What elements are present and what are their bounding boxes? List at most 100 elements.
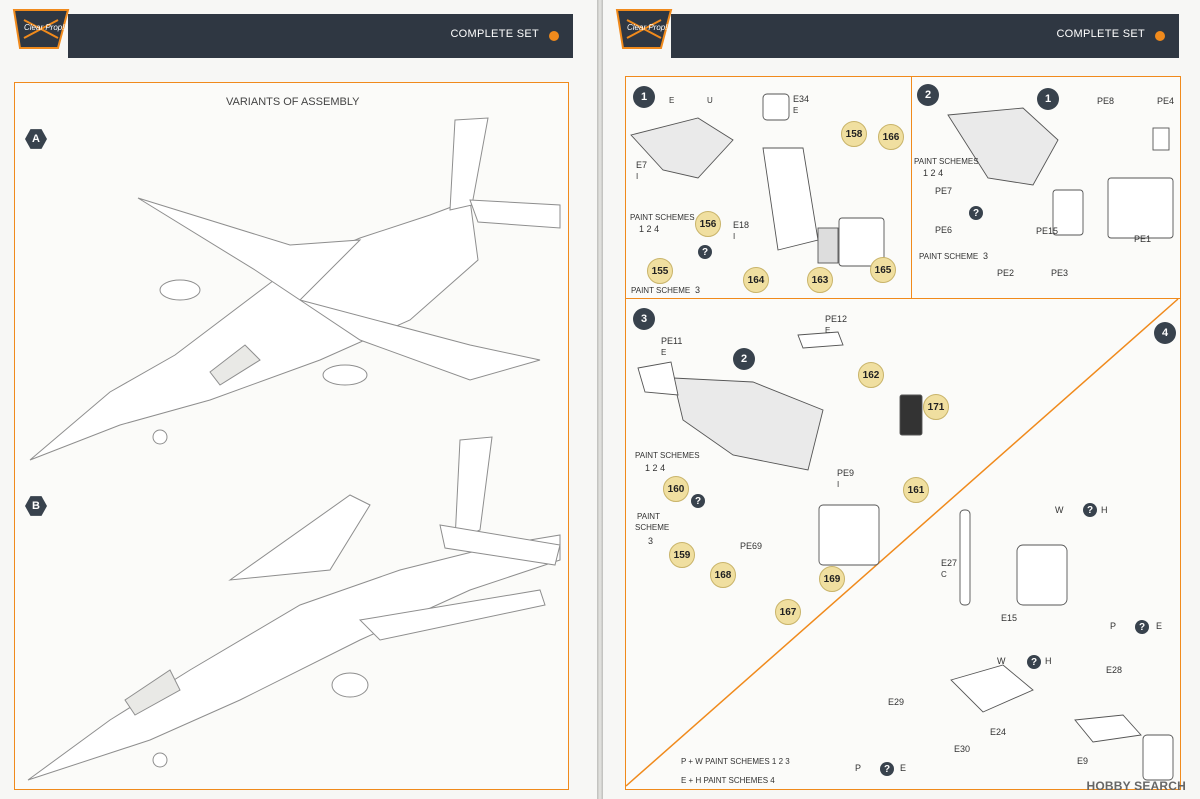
right-logo: Clear Prop! [613,4,675,56]
s4-label-e27: E27 [941,558,958,568]
s2-paint-schemes-label: PAINT SCHEMES [914,157,979,166]
s4-legend-1: P + W PAINT SCHEMES 1 2 3 [681,757,790,766]
s3-paint-159: 159 [669,542,695,568]
s4-unknown-mark-bottom: ? [880,762,894,776]
s1-label-e18: E18 [733,220,750,230]
s1-paint-164: 164 [743,267,769,293]
s3-label-pe69: PE69 [740,541,763,551]
aircraft-a-drawing [29,117,561,461]
right-header-title: COMPLETE SET [1056,28,1145,40]
s4-label-e2: E [900,763,907,773]
s3-label-pe12-e: E [825,326,831,335]
s3-paint-160: 160 [663,476,689,502]
s3-label-pe12: PE12 [825,314,848,324]
step-2-parts [947,107,1174,239]
s1-paint-165: 165 [870,257,896,283]
s2-scheme-3: 3 [983,251,989,261]
s4-label-h: H [1101,505,1108,515]
left-header-bar: COMPLETE SET [68,14,573,58]
s1-label-e: E [669,96,675,105]
s4-label-p: P [1110,621,1117,631]
s3-schemes: 1 2 4 [645,463,665,473]
s2-label-pe2: PE2 [997,268,1015,278]
step-3-badge: 3 [633,308,655,330]
s2-label-pe8: PE8 [1097,96,1115,106]
assembly-diagrams [625,93,1179,787]
s2-label-pe15: PE15 [1036,226,1059,236]
s2-label-pe4: PE4 [1157,96,1175,106]
s4-label-e15: E15 [1001,613,1018,623]
s3-scheme-4: 4 [660,463,666,473]
watermark: HOBBY SEARCH [1086,779,1186,793]
s1-scheme-1: 1 [639,224,645,234]
s4-label-e28: E28 [1106,665,1123,675]
s3-label-pe11-e: E [661,348,667,357]
s1-label-e18-i: I [733,232,736,241]
left-logo: Clear Prop! [10,4,72,56]
aircraft-illustrations [27,117,561,781]
s2-scheme-4: 4 [938,168,944,178]
s2-label-pe7: PE7 [935,186,953,196]
right-logo-text: Clear Prop! [627,23,668,32]
s1-paint-schemes-label: PAINT SCHEMES [630,213,695,222]
s1-schemes: 1 2 4 [639,224,659,234]
s1-label-e34-e: E [793,106,799,115]
s3-unknown-mark: ? [691,494,705,508]
s2-unknown-mark: ? [969,206,983,220]
s2-label-pe1: PE1 [1134,234,1152,244]
s2-label-pe3: PE3 [1051,268,1069,278]
s1-paint-166: 166 [878,124,904,150]
s3-scheme-label: SCHEME [635,523,670,532]
s3-scheme-3: 3 [648,536,654,546]
s3-scheme-1: 1 [645,463,651,473]
variant-b-badge: B [25,496,47,516]
step-2-ref-badge: 1 [1037,88,1059,110]
s2-label-pe6: PE6 [935,225,953,235]
s4-label-e30: E30 [954,744,971,754]
variants-title: VARIANTS OF ASSEMBLY [226,96,360,108]
left-logo-text: Clear Prop! [24,23,65,32]
s3-scheme-2: 2 [652,463,658,473]
step-3-parts [637,331,923,566]
s4-label-e9: E9 [1077,756,1089,766]
s3-label-pe9: PE9 [837,468,855,478]
s2-scheme-1: 1 [923,168,929,178]
s1-scheme-4: 4 [654,224,660,234]
s4-unknown-mark-right: ? [1135,620,1149,634]
step-3-ref-badge: 2 [733,348,755,370]
s3-paint-label: PAINT [637,512,660,521]
left-page: COMPLETE SET Clear Prop! VARIANTS OF ASS… [0,0,597,799]
s2-paint-scheme-label: PAINT SCHEME [919,252,979,261]
step-4-badge: 4 [1154,322,1176,344]
s1-label-e7-i: I [636,172,639,181]
aircraft-b-drawing [27,436,561,781]
s1-label-e34: E34 [793,94,810,104]
s4-label-w: W [1055,505,1064,515]
s3-paint-167: 167 [775,599,801,625]
step-2-badge: 2 [917,84,939,106]
s1-paint-163: 163 [807,267,833,293]
s3-paint-168: 168 [710,562,736,588]
step-1-badge: 1 [633,86,655,108]
s4-label-e24: E24 [990,727,1007,737]
s4-label-e29: E29 [888,697,905,707]
s3-paint-schemes-label: PAINT SCHEMES [635,451,700,460]
left-header-dot [549,31,559,41]
s3-paint-169: 169 [819,566,845,592]
s4-label-p2: P [855,763,862,773]
s1-unknown-mark: ? [698,245,712,259]
s3-label-pe9-i: I [837,480,840,489]
s1-scheme-2: 2 [646,224,652,234]
s2-schemes: 1 2 4 [923,168,943,178]
s4-label-c: C [941,570,947,579]
s3-label-pe11: PE11 [661,336,683,346]
s4-label-w2: W [997,656,1006,666]
page-gutter [597,0,603,799]
s1-scheme-3: 3 [695,285,701,295]
step-4-parts [950,509,1174,781]
s4-label-h2: H [1045,656,1052,666]
right-header-bar: COMPLETE SET [671,14,1179,58]
s1-paint-scheme-label: PAINT SCHEME [631,286,691,295]
s3-paint-162: 162 [858,362,884,388]
step-1-parts [630,93,885,267]
